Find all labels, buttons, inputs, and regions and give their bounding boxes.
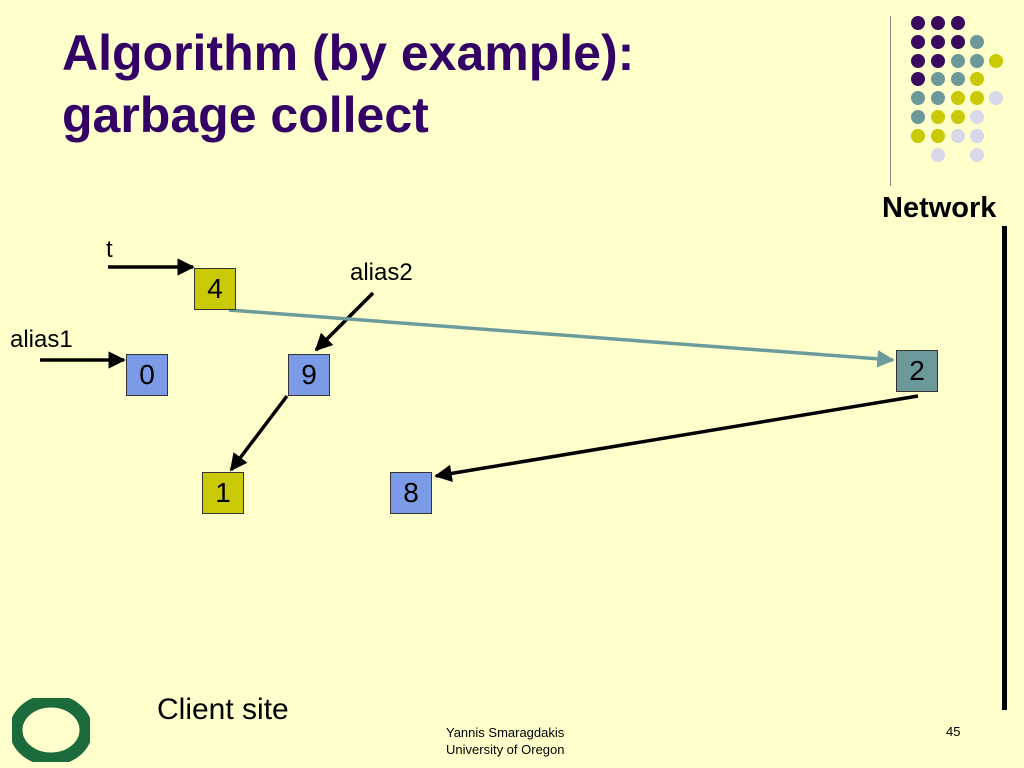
footer-credit: Yannis Smaragdakis University of Oregon: [446, 724, 565, 758]
label-alias1: alias1: [10, 326, 73, 353]
node-1: 1: [202, 472, 244, 514]
arrow-4-to-2: [228, 308, 895, 368]
slide-title-line1: Algorithm (by example):: [62, 25, 635, 81]
node-8: 8: [390, 472, 432, 514]
slide-title-line2: garbage collect: [62, 87, 429, 143]
page-number: 45: [946, 724, 961, 739]
node-4: 4: [194, 268, 236, 310]
decorative-dot-grid: [911, 16, 1003, 162]
arrow-alias2-to-9: [314, 291, 375, 352]
footer-author: Yannis Smaragdakis: [446, 725, 565, 740]
node-0: 0: [126, 354, 168, 396]
slide-title: Algorithm (by example): garbage collect: [62, 22, 634, 146]
label-alias2: alias2: [350, 259, 413, 286]
arrow-2-to-8: [434, 394, 919, 483]
network-boundary-bar: [1002, 226, 1007, 710]
university-o-logo: [12, 698, 90, 762]
arrow-9-to-1: [229, 394, 289, 472]
client-site-label: Client site: [157, 693, 289, 726]
network-label: Network: [882, 192, 997, 224]
header-divider-line: [890, 16, 891, 186]
node-2: 2: [896, 350, 938, 392]
node-9: 9: [288, 354, 330, 396]
footer-affiliation: University of Oregon: [446, 742, 565, 757]
label-t: t: [106, 236, 113, 263]
